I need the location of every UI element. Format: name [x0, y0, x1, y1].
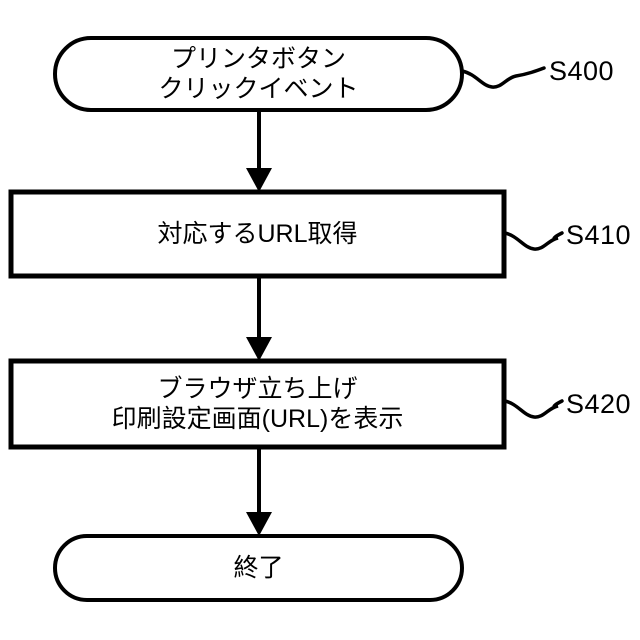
leader-line-s420	[503, 399, 564, 419]
end-node-shape	[53, 534, 464, 602]
connector-start-to-box1-arrowhead	[246, 168, 272, 192]
leader-line-s410	[503, 231, 564, 251]
start-node-shape	[53, 36, 464, 112]
box2-node-shape	[8, 358, 507, 450]
step-label-s410: S410	[566, 220, 632, 250]
connector-box1-to-box2-arrowhead	[246, 337, 272, 361]
box1-node-shape	[8, 189, 507, 279]
leader-line-s400	[460, 66, 546, 89]
connector-box2-to-end-arrowhead	[246, 512, 272, 536]
step-label-s420: S420	[566, 389, 632, 419]
step-label-s400: S400	[549, 56, 615, 86]
